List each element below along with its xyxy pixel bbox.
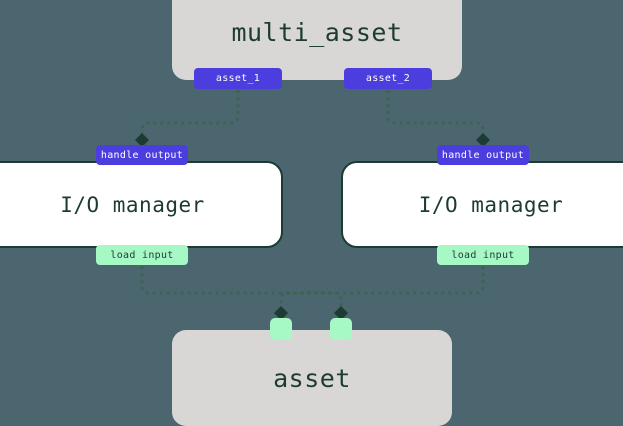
badge-handle-output-left[interactable]: handle output (96, 145, 188, 165)
node-asset[interactable]: asset (172, 330, 452, 426)
badge-load-input-right[interactable]: load input (437, 245, 529, 265)
node-io-manager-right[interactable]: I/O manager (341, 161, 623, 248)
badge-load-input-left[interactable]: load input (96, 245, 188, 265)
edge-asset_2-to-handle-output-right (386, 90, 485, 140)
node-multi-asset-label: multi_asset (231, 17, 403, 47)
node-multi-asset[interactable]: multi_asset (172, 0, 462, 80)
badge-load-input-right-label: load input (451, 249, 515, 261)
edge-load-input-left-to-asset-input-2 (140, 266, 343, 313)
badge-handle-output-right-label: handle output (441, 149, 525, 161)
edge-asset_1-to-handle-output-left (140, 90, 240, 140)
node-io-manager-left[interactable]: I/O manager (0, 161, 283, 248)
badge-asset-1-output[interactable]: asset_1 (194, 68, 282, 89)
badge-asset-2-output-label: asset_2 (365, 73, 411, 84)
node-asset-label: asset (273, 363, 351, 393)
node-io-manager-right-label: I/O manager (418, 192, 564, 217)
badge-asset-2-output[interactable]: asset_2 (344, 68, 432, 89)
badge-load-input-left-label: load input (110, 249, 174, 261)
node-io-manager-left-label: I/O manager (60, 192, 205, 217)
edge-load-input-right-to-asset-input-1 (279, 266, 485, 313)
badge-handle-output-left-label: handle output (100, 149, 184, 161)
badge-handle-output-right[interactable]: handle output (437, 145, 529, 165)
badge-asset-1-output-label: asset_1 (215, 73, 261, 84)
port-asset-input-2[interactable] (330, 318, 352, 340)
port-asset-input-1[interactable] (270, 318, 292, 340)
